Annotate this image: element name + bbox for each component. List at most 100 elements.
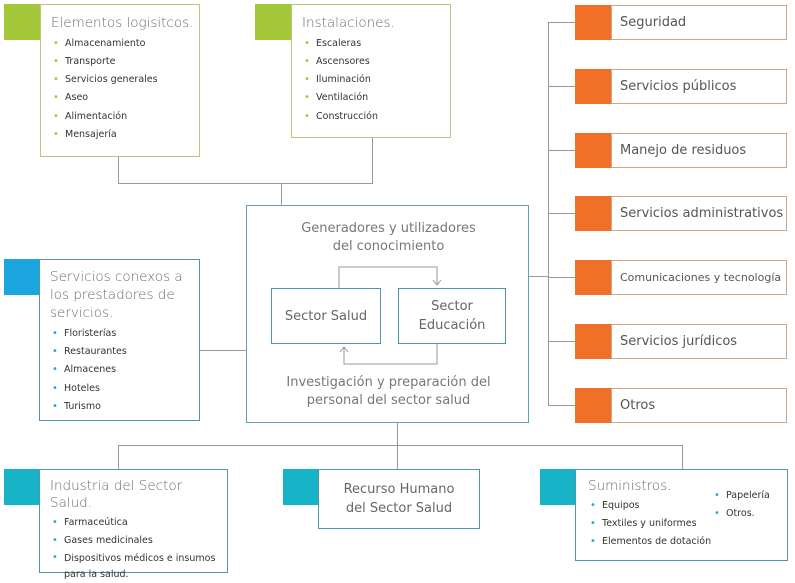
list-item: •Elementos de dotación (588, 533, 712, 551)
supplies-box: Suministros. •Equipos •Textiles y unifor… (575, 469, 788, 561)
connector-right-tick-1 (548, 22, 575, 23)
facilities-accent-square (255, 4, 291, 40)
center-top-text: Generadores y utilizadores del conocimie… (301, 221, 476, 254)
logistics-list: •Almacenamiento •Transporte •Servicios g… (51, 35, 199, 144)
sector-educacion-box: Sector Educación (398, 288, 506, 344)
cycle-arrows (338, 266, 442, 365)
list-item: •Floristerías (50, 325, 193, 343)
supplies-columns: •Equipos •Textiles y uniformes •Elemento… (588, 490, 781, 552)
bullet-icon: • (590, 536, 596, 548)
list-item: •Aseo (51, 89, 199, 107)
facilities-title: Instalaciones. (302, 15, 395, 31)
bullet-icon: • (304, 74, 310, 86)
connector-right-tick-3 (548, 150, 575, 151)
bullet-icon: • (52, 382, 58, 394)
service-box (611, 388, 787, 423)
related-services-title: Servicios conexos a los prestadores de s… (50, 269, 183, 321)
list-item: •Transporte (51, 53, 199, 71)
bullet-icon: • (714, 508, 720, 520)
arrow-head-up (339, 346, 349, 353)
industry-box: Industria del Sector Salud. •Farmaceútic… (39, 469, 228, 580)
supplies-list-col1: •Equipos •Textiles y uniformes •Elemento… (588, 497, 712, 552)
list-item: •Iluminación (302, 71, 450, 89)
orange-accent-square (575, 5, 611, 40)
service-label: Otros (620, 398, 656, 413)
bullet-icon: • (714, 489, 720, 501)
arrow-educacion-to-salud (343, 344, 438, 365)
list-item: •Farmaceútica (50, 514, 221, 532)
bullet-icon: • (304, 92, 310, 104)
list-item: •Otros. (712, 505, 770, 523)
supplies-accent-square (540, 469, 576, 505)
supplies-list-col2: •Papelería •Otros. (712, 487, 770, 552)
bullet-icon: • (53, 92, 59, 104)
service-label: Comunicaciones y tecnología (620, 271, 782, 284)
connector-center-to-right (528, 276, 549, 277)
list-item: •Restaurantes (50, 343, 193, 361)
related-services-box: Servicios conexos a los prestadores de s… (39, 259, 200, 421)
logistics-accent-square (4, 4, 40, 40)
list-item: •Alimentación (51, 108, 199, 126)
list-item: •Ascensores (302, 53, 450, 71)
service-item: Servicios públicos (575, 69, 787, 104)
list-item: •Construcción (302, 108, 450, 126)
service-box (611, 133, 787, 168)
list-item: •Servicios generales (51, 71, 199, 89)
connector-right-tick-6 (548, 341, 575, 342)
connector-right-tick-7 (548, 405, 575, 406)
list-item: •Papelería (712, 487, 770, 505)
service-label: Seguridad (620, 15, 687, 30)
service-item: Manejo de residuos (575, 133, 787, 168)
related-services-accent-square (4, 259, 40, 295)
list-item: •Ventilación (302, 89, 450, 107)
connector-bottom-left-down (118, 445, 119, 469)
sector-salud-label: Sector Salud (284, 308, 368, 324)
industry-title: Industria del Sector Salud. (50, 478, 183, 511)
connector-top-to-center (281, 183, 282, 206)
connector-right-tick-4 (548, 213, 575, 214)
industry-list: •Farmaceútica •Gases medicinales •Dispos… (50, 514, 221, 583)
facilities-box: Instalaciones. •Escaleras •Ascensores •I… (291, 4, 451, 138)
bullet-icon: • (304, 37, 310, 49)
connector-right-tick-2 (548, 86, 575, 87)
facilities-list: •Escaleras •Ascensores •Iluminación •Ven… (302, 35, 450, 126)
sector-educacion-label: Sector Educación (418, 299, 486, 333)
service-label: Servicios jurídicos (620, 334, 738, 349)
service-box (611, 260, 787, 295)
orange-accent-square (575, 388, 611, 423)
human-resources-box: Recurso Humano del Sector Salud (318, 469, 480, 529)
logistics-box: Elementos logisitcos. •Almacenamiento •T… (40, 4, 200, 157)
orange-accent-square (575, 324, 611, 359)
supplies-title: Suministros. (588, 478, 672, 494)
related-services-list: •Floristerías •Restaurantes •Almacenes •… (50, 325, 193, 416)
bullet-icon: • (53, 56, 59, 68)
orange-accent-square (575, 133, 611, 168)
connector-bottom-right-down (682, 445, 683, 469)
center-box: Generadores y utilizadores del conocimie… (246, 205, 529, 423)
list-item: •Escaleras (302, 35, 450, 53)
connector-center-down (397, 422, 398, 470)
service-label: Servicios públicos (620, 79, 737, 94)
orange-accent-square (575, 260, 611, 295)
list-item: •Almacenes (50, 361, 193, 379)
human-resources-accent-square (283, 469, 319, 505)
bullet-icon: • (52, 364, 58, 376)
bullet-icon: • (590, 499, 596, 511)
center-bottom-text: Investigación y preparación del personal… (286, 375, 491, 408)
bullet-icon: • (52, 552, 58, 564)
industry-accent-square (4, 469, 40, 505)
connector-top-horizontal (118, 183, 373, 184)
service-item: Seguridad (575, 5, 787, 40)
orange-accent-square (575, 69, 611, 104)
bullet-icon: • (53, 128, 59, 140)
arrow-salud-to-educacion (338, 266, 438, 288)
bullet-icon: • (52, 346, 58, 358)
service-label: Manejo de residuos (620, 143, 747, 158)
human-resources-title: Recurso Humano del Sector Salud (343, 482, 455, 516)
bullet-icon: • (304, 110, 310, 122)
service-box (611, 69, 787, 104)
service-item: Servicios administrativos (575, 196, 787, 231)
bullet-icon: • (304, 56, 310, 68)
connector-logistics-down (118, 156, 119, 184)
bullet-icon: • (52, 534, 58, 546)
